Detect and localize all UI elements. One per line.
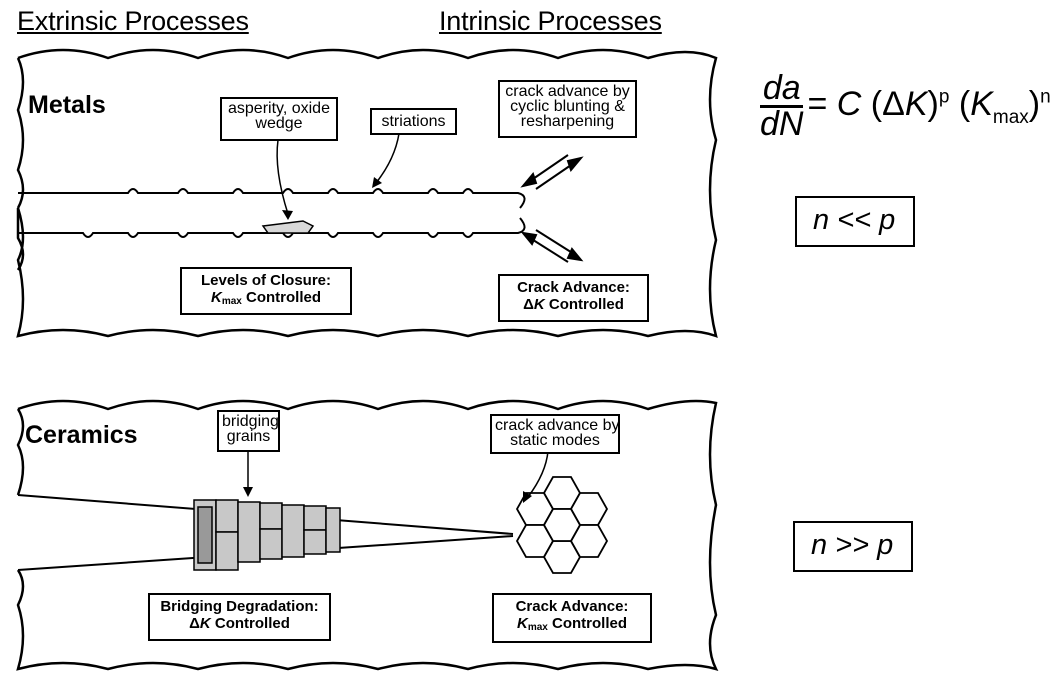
asperity-leader: [276, 139, 289, 215]
equation-rhs: = C (ΔK)p (Kmax)n: [807, 85, 1050, 129]
closure-k-sub: max: [221, 296, 242, 307]
metals-advance-delta: Δ: [523, 296, 534, 313]
static-line-1: crack advance by: [495, 417, 620, 434]
striations-arrowhead: [372, 177, 382, 188]
ceramics-advance-rest: Controlled: [547, 615, 628, 632]
exponent-n: n: [1040, 86, 1051, 108]
static-line-2: static modes: [510, 432, 600, 449]
metals-panel: Metals asperity, oxide wedge striations …: [8, 40, 726, 350]
intrinsic-heading: Intrinsic Processes: [439, 6, 662, 36]
metals-panel-border: [16, 48, 718, 338]
ceramics-panel: Ceramics bridging grains crack advance b…: [8, 385, 726, 675]
tip-double-arrow-upper: [520, 154, 584, 190]
metals-title: Metals: [28, 91, 106, 119]
bridging-degradation-box: Bridging Degradation: ΔK Controlled: [148, 593, 331, 641]
fraction-numerator: da: [760, 71, 804, 108]
oxide-wedge: [261, 220, 315, 234]
static-modes-leader: [527, 450, 549, 498]
bridging-grains: [193, 499, 341, 571]
delta-open: (Δ: [861, 84, 905, 123]
asperity-oxide-wedge-label: asperity, oxide wedge: [220, 97, 338, 141]
ceramics-relation-box: n >> p: [793, 521, 914, 572]
metals-advance-k: K: [533, 296, 545, 313]
ceramics-crack-drawing: [16, 399, 719, 671]
exponent-p: p: [938, 86, 950, 108]
close-paren-2: ): [1028, 84, 1041, 123]
close-paren-1: ): [927, 84, 939, 123]
closure-k: K: [210, 289, 222, 306]
striations-text: striations: [381, 113, 446, 130]
metals-advance-line-1: Crack Advance:: [517, 279, 630, 296]
blunting-line-1: crack advance by: [505, 83, 630, 100]
kmax-open: (: [949, 84, 971, 123]
crack-advance-static-label: crack advance by static modes: [490, 414, 620, 454]
ceramics-advance-line-1: Crack Advance:: [515, 598, 629, 615]
max-subscript: max: [992, 106, 1029, 128]
metals-advance-line-2: ΔK Controlled: [504, 296, 643, 313]
degradation-rest: Controlled: [210, 615, 290, 632]
asperity-line-2: wedge: [255, 115, 303, 132]
tip-double-arrow-lower: [520, 229, 584, 263]
degradation-line-1: Bridging Degradation:: [160, 598, 319, 615]
degradation-delta: Δ: [189, 615, 200, 632]
ceramics-crack-advance-box: Crack Advance: Kmax Controlled: [492, 593, 652, 643]
ceramics-advance-k: K: [516, 615, 528, 632]
ceramics-advance-k-sub: max: [527, 622, 548, 633]
static-modes-arrowhead: [523, 491, 532, 503]
metals-advance-rest: Controlled: [544, 296, 624, 313]
paris-law-equation: da dN = C (ΔK)p (Kmax)n: [760, 71, 1051, 143]
k-max: K: [970, 84, 993, 123]
crack-advance-by-blunting-label: crack advance by cyclic blunting & resha…: [498, 80, 637, 138]
degradation-line-2: ΔK Controlled: [154, 615, 325, 632]
extrinsic-heading: Extrinsic Processes: [17, 6, 249, 36]
fraction-denominator: dN: [760, 105, 804, 143]
blunting-line-2: cyclic blunting &: [510, 98, 625, 115]
bridging-arrowhead: [243, 487, 253, 497]
k-delta: K: [904, 84, 928, 123]
ceramics-advance-line-2: Kmax Controlled: [498, 615, 646, 636]
levels-of-closure-box: Levels of Closure: Kmax Controlled: [180, 267, 352, 315]
ceramics-title: Ceramics: [25, 421, 138, 449]
blunting-line-3: resharpening: [520, 113, 615, 130]
constant-c: C: [836, 84, 862, 123]
bridging-line-1: bridging: [222, 413, 279, 430]
metals-relation-box: n << p: [795, 196, 916, 247]
metals-crack-upper-flank: [18, 188, 526, 209]
hexagonal-grains: [515, 476, 609, 574]
striations-label: striations: [370, 108, 457, 135]
ceramics-panel-border: [16, 399, 719, 671]
bridging-line-2: grains: [226, 428, 271, 445]
metals-crack-advance-box: Crack Advance: ΔK Controlled: [498, 274, 649, 322]
asperity-line-1: asperity, oxide: [228, 100, 330, 117]
closure-rest: Controlled: [241, 289, 322, 306]
closure-line-1: Levels of Closure:: [200, 272, 332, 289]
degradation-k: K: [199, 615, 211, 632]
asperity-arrowhead: [282, 210, 293, 220]
da-dn-fraction: da dN: [760, 71, 804, 143]
metals-crack-drawing: [16, 48, 718, 338]
bridging-grains-label: bridging grains: [217, 410, 280, 452]
closure-line-2: Kmax Controlled: [186, 289, 346, 310]
equals-sign: =: [807, 84, 837, 123]
